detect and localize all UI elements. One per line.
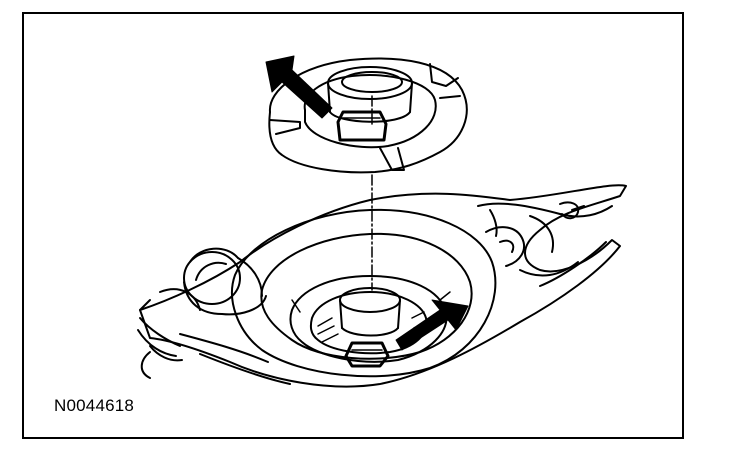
figure-frame [22,12,684,439]
arrow-pointer-icon [395,299,469,351]
spring-isolator [268,57,468,174]
figure-id-label: N0044618 [54,396,135,415]
lower-control-arm [137,184,627,388]
arrow-pointer-icon [265,55,333,119]
